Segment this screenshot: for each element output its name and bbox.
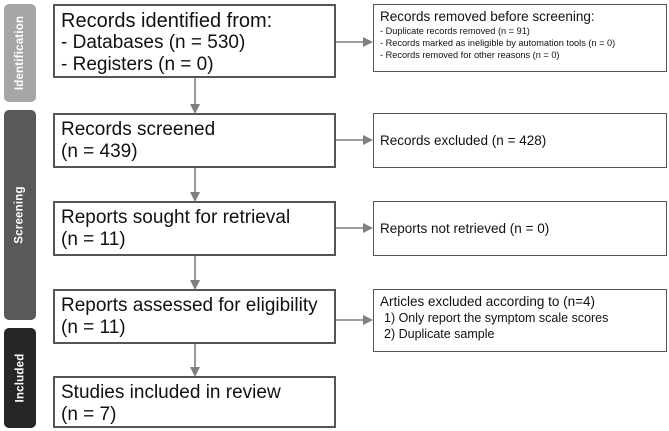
reports-not-retrieved-box: Reports not retrieved (n = 0) — [373, 201, 667, 256]
articles-excluded-reason-1: 1) Only report the symptom scale scores — [384, 311, 609, 325]
records-identified-box: Records identified from: - Databases (n … — [53, 4, 336, 78]
studies-included-title: Studies included in review — [61, 382, 281, 403]
records-removed-duplicates: - Duplicate records removed (n = 91) — [380, 26, 530, 36]
records-excluded-text: Records excluded (n = 428) — [380, 132, 547, 148]
reports-sought-title: Reports sought for retrieval — [61, 207, 291, 228]
reports-assessed-box: Reports assessed for eligibility (n = 11… — [53, 289, 336, 344]
phase-identification-label: Identification — [14, 15, 27, 91]
articles-excluded-box: Articles excluded according to (n=4) 1) … — [373, 289, 667, 352]
records-identified-title: Records identified from: — [61, 10, 273, 32]
records-identified-registers: - Registers (n = 0) — [61, 54, 214, 75]
reports-not-retrieved-text: Reports not retrieved (n = 0) — [380, 220, 550, 236]
phase-included: Included — [4, 328, 36, 428]
records-screened-count: (n = 439) — [61, 141, 138, 162]
records-excluded-box: Records excluded (n = 428) — [373, 113, 667, 168]
records-screened-title: Records screened — [61, 119, 216, 140]
phase-included-label: Included — [14, 353, 27, 403]
records-removed-box: Records removed before screening: - Dupl… — [373, 4, 667, 72]
records-removed-automation: - Records marked as ineligible by automa… — [380, 38, 616, 48]
studies-included-box: Studies included in review (n = 7) — [53, 376, 336, 428]
articles-excluded-title: Articles excluded according to (n=4) — [380, 294, 595, 309]
studies-included-count: (n = 7) — [61, 404, 117, 425]
phase-screening-label: Screening — [14, 186, 26, 244]
reports-sought-box: Reports sought for retrieval (n = 11) — [53, 201, 336, 256]
records-identified-databases: - Databases (n = 530) — [61, 32, 246, 53]
records-screened-box: Records screened (n = 439) — [53, 113, 336, 168]
reports-assessed-title: Reports assessed for eligibility — [61, 295, 318, 316]
phase-identification: Identification — [4, 4, 36, 102]
reports-assessed-count: (n = 11) — [61, 317, 126, 338]
articles-excluded-reason-2: 2) Duplicate sample — [384, 327, 495, 341]
records-removed-title: Records removed before screening: — [380, 9, 595, 24]
phase-screening: Screening — [4, 110, 36, 320]
reports-sought-count: (n = 11) — [61, 229, 126, 250]
records-removed-other: - Records removed for other reasons (n =… — [380, 50, 560, 60]
